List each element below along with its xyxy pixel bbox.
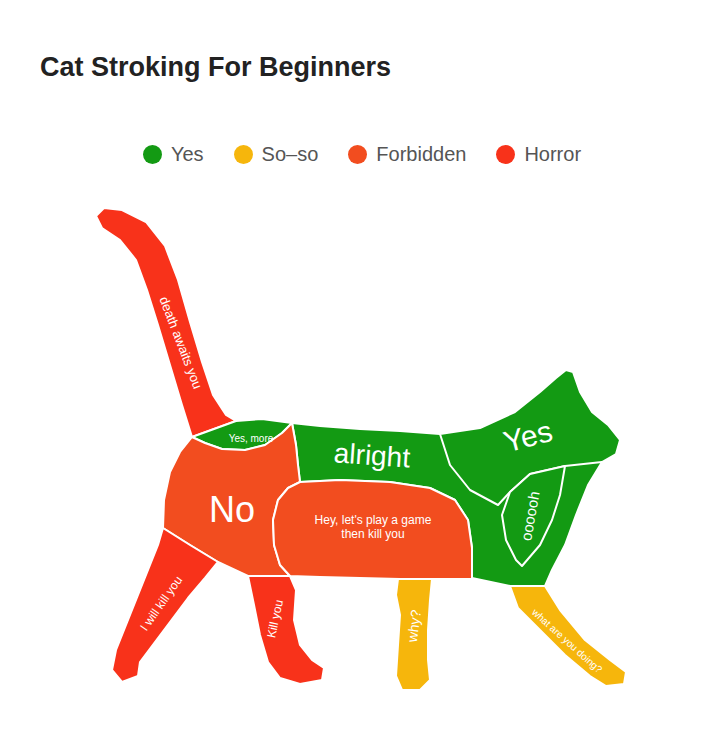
legend-swatch xyxy=(143,145,162,164)
tail-region: death awaits you xyxy=(94,206,238,439)
legend-text: Yes xyxy=(171,143,204,166)
hind-leg-region: I will kill you xyxy=(110,526,220,684)
region-label: Yes, more xyxy=(229,433,274,445)
legend-text: So–so xyxy=(262,143,319,166)
region-fill xyxy=(396,579,432,690)
belly-region: Hey, let's play a game then kill you xyxy=(271,478,474,581)
legend-swatch xyxy=(234,145,253,164)
legend: Yes So–so Forbidden Horror xyxy=(0,143,724,166)
legend-item: Horror xyxy=(496,143,581,166)
region-fill xyxy=(96,208,236,437)
legend-item: Yes xyxy=(143,143,204,166)
diagram-title: Cat Stroking For Beginners xyxy=(40,52,391,83)
legend-swatch xyxy=(348,145,367,164)
front-leg-region: what are you doing? xyxy=(508,584,628,688)
region-fill xyxy=(112,528,218,682)
neck-region: oooooh xyxy=(500,464,567,568)
legend-text: Forbidden xyxy=(376,143,466,166)
region-fill xyxy=(502,466,565,566)
region-label: Hey, let's play a game then kill you xyxy=(313,514,433,542)
region-fill xyxy=(273,480,472,579)
legend-item: Forbidden xyxy=(348,143,466,166)
region-label: alright xyxy=(333,437,411,474)
hind-leg-region: Kill you xyxy=(246,574,326,686)
region-fill xyxy=(248,576,324,684)
region-label: No xyxy=(209,489,255,530)
legend-text: Horror xyxy=(524,143,581,166)
front-leg-region: why? xyxy=(394,577,434,692)
legend-item: So–so xyxy=(234,143,319,166)
region-fill xyxy=(510,586,626,686)
region-shape xyxy=(246,574,326,686)
legend-swatch xyxy=(496,145,515,164)
